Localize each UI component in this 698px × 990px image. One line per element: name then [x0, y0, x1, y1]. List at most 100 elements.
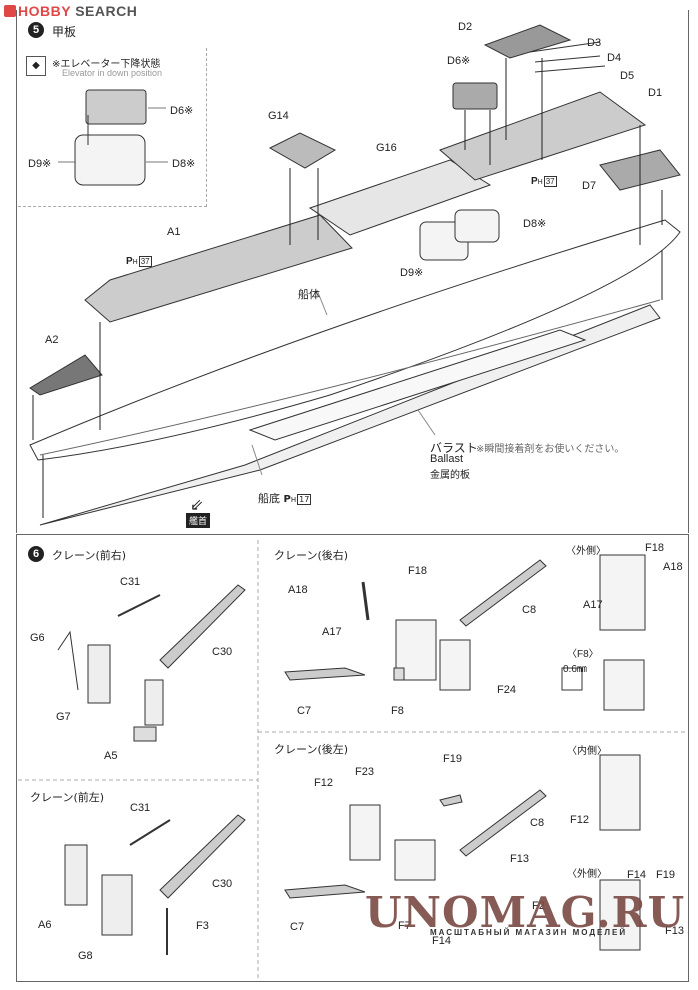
part-label-d4: D4 — [607, 52, 622, 64]
part-f24 — [439, 639, 471, 691]
part-label-a1: A1 — [167, 226, 181, 238]
outer-view-diagram — [599, 554, 646, 631]
inner-label-f12: F12 — [570, 814, 589, 826]
part-label-g7: G7 — [56, 711, 71, 723]
part-g6 — [57, 630, 79, 691]
part-label-g16: G16 — [376, 142, 397, 154]
inset-part-d6: D6※ — [170, 105, 194, 117]
part-label-d1: D1 — [648, 87, 663, 99]
part-label-c7-left: C7 — [290, 921, 305, 933]
drill-icon — [561, 667, 583, 691]
watermark-sub: МАСШТАБНЫЙ МАГАЗИН МОДЕЛЕЙ — [430, 928, 628, 937]
outer-label-a17: A17 — [583, 599, 603, 611]
part-label-f12: F12 — [314, 777, 333, 789]
hull — [29, 219, 681, 461]
outer2-label-f14: F14 — [627, 869, 646, 881]
part-label-f18: F18 — [408, 565, 427, 577]
part-label-c31-left: C31 — [130, 802, 151, 814]
part-label-c31: C31 — [120, 576, 141, 588]
crane-rear-right-title: クレーン(後右) — [274, 549, 349, 562]
part-c7 — [284, 667, 366, 681]
part-d6 — [452, 82, 498, 110]
hobby-search-logo: HOBBY SEARCH — [4, 3, 137, 19]
part-label-d2: D2 — [458, 21, 473, 33]
outer-view2-title: 〈外側〉 — [567, 869, 607, 880]
brand-search: SEARCH — [75, 3, 138, 19]
part-label-f2: F2 — [532, 900, 545, 912]
part-a5-frame — [144, 679, 164, 726]
brand-hobby: HOBBY — [18, 3, 71, 19]
part-label-c8-left: C8 — [530, 817, 545, 829]
part-a5 — [133, 726, 157, 742]
elevator-well — [74, 134, 146, 186]
outer2-label-f19: F19 — [656, 869, 675, 881]
part-c8 — [459, 559, 547, 627]
bow-label: 艦首 — [186, 513, 211, 528]
part-label-f7: F7 — [398, 920, 411, 932]
part-label-a2: A2 — [45, 334, 59, 346]
inset-part-d9: D9※ — [28, 158, 52, 170]
step5-number: 5 — [28, 22, 44, 38]
part-label-g14: G14 — [268, 110, 289, 122]
elevator-inset — [18, 48, 207, 207]
elevator-icon: ◆ — [26, 56, 46, 76]
part-f19 — [439, 794, 463, 807]
part-label-f8: F8 — [391, 705, 404, 717]
ballast-plate — [248, 329, 587, 441]
part-a6 — [64, 844, 88, 906]
drill-size: 0.6㎜ — [563, 664, 587, 675]
step6-number: 6 — [28, 546, 44, 562]
watermark: UNOMAG.RU — [365, 888, 686, 937]
inner-view-diagram — [599, 754, 641, 831]
inset-part-d8: D8※ — [172, 158, 196, 170]
part-f8 — [393, 667, 405, 681]
logo-icon — [4, 5, 16, 17]
ballast-label-en: Ballast — [430, 453, 464, 465]
ballast-sub: 金属的板 — [430, 470, 470, 481]
part-label-a17: A17 — [322, 626, 342, 638]
part-g14 — [268, 132, 337, 169]
part-label-f19: F19 — [443, 753, 462, 765]
part-label-d7: D7 — [582, 180, 597, 192]
outer-label-f18: F18 — [645, 542, 664, 554]
f8-view-title: 〈F8〉 — [567, 649, 599, 660]
inner-view-title: 〈内側〉 — [567, 746, 607, 757]
part-f23 — [349, 804, 381, 861]
step5-frame — [16, 10, 689, 533]
outer-view2-diagram — [599, 879, 641, 951]
elevator-platform — [85, 89, 147, 125]
hull-label: 船体 — [298, 288, 320, 301]
elevator-note-en: Elevator in down position — [62, 68, 163, 78]
part-label-a18: A18 — [288, 584, 308, 596]
crane-front-left-title: クレーン(前左) — [30, 791, 105, 804]
part-label-d8: D8※ — [523, 218, 547, 230]
part-c31 — [117, 594, 161, 617]
part-label-f24: F24 — [497, 684, 516, 696]
part-label-g6: G6 — [30, 632, 45, 644]
part-label-f13: F13 — [510, 853, 529, 865]
part-label-c30: C30 — [212, 646, 233, 658]
part-label-c8: C8 — [522, 604, 537, 616]
part-label-d6: D6※ — [447, 55, 471, 67]
part-label-a6: A6 — [38, 919, 52, 931]
part-label-a5: A5 — [104, 750, 118, 762]
part-label-g8: G8 — [78, 950, 93, 962]
outer2-label-f13: F13 — [665, 925, 684, 937]
crane-front-right-title: クレーン(前右) — [52, 549, 127, 562]
part-g8 — [101, 874, 133, 936]
bow-arrow-icon: ⇙ — [190, 497, 204, 514]
part-label-f3: F3 — [196, 920, 209, 932]
elevator-note-jp: ※エレベーター下降状態 — [52, 59, 161, 70]
part-label-f14: F14 — [432, 935, 451, 947]
part-c30 — [159, 584, 246, 669]
crane-rear-left-title: クレーン(後左) — [274, 743, 349, 756]
step5-title: 甲板 — [52, 25, 77, 39]
part-d2 — [483, 24, 572, 59]
f8-view-diagram — [603, 659, 645, 711]
part-a2 — [29, 354, 103, 396]
outer-label-a18: A18 — [663, 561, 683, 573]
ballast-label-jp: バラスト — [430, 441, 478, 455]
